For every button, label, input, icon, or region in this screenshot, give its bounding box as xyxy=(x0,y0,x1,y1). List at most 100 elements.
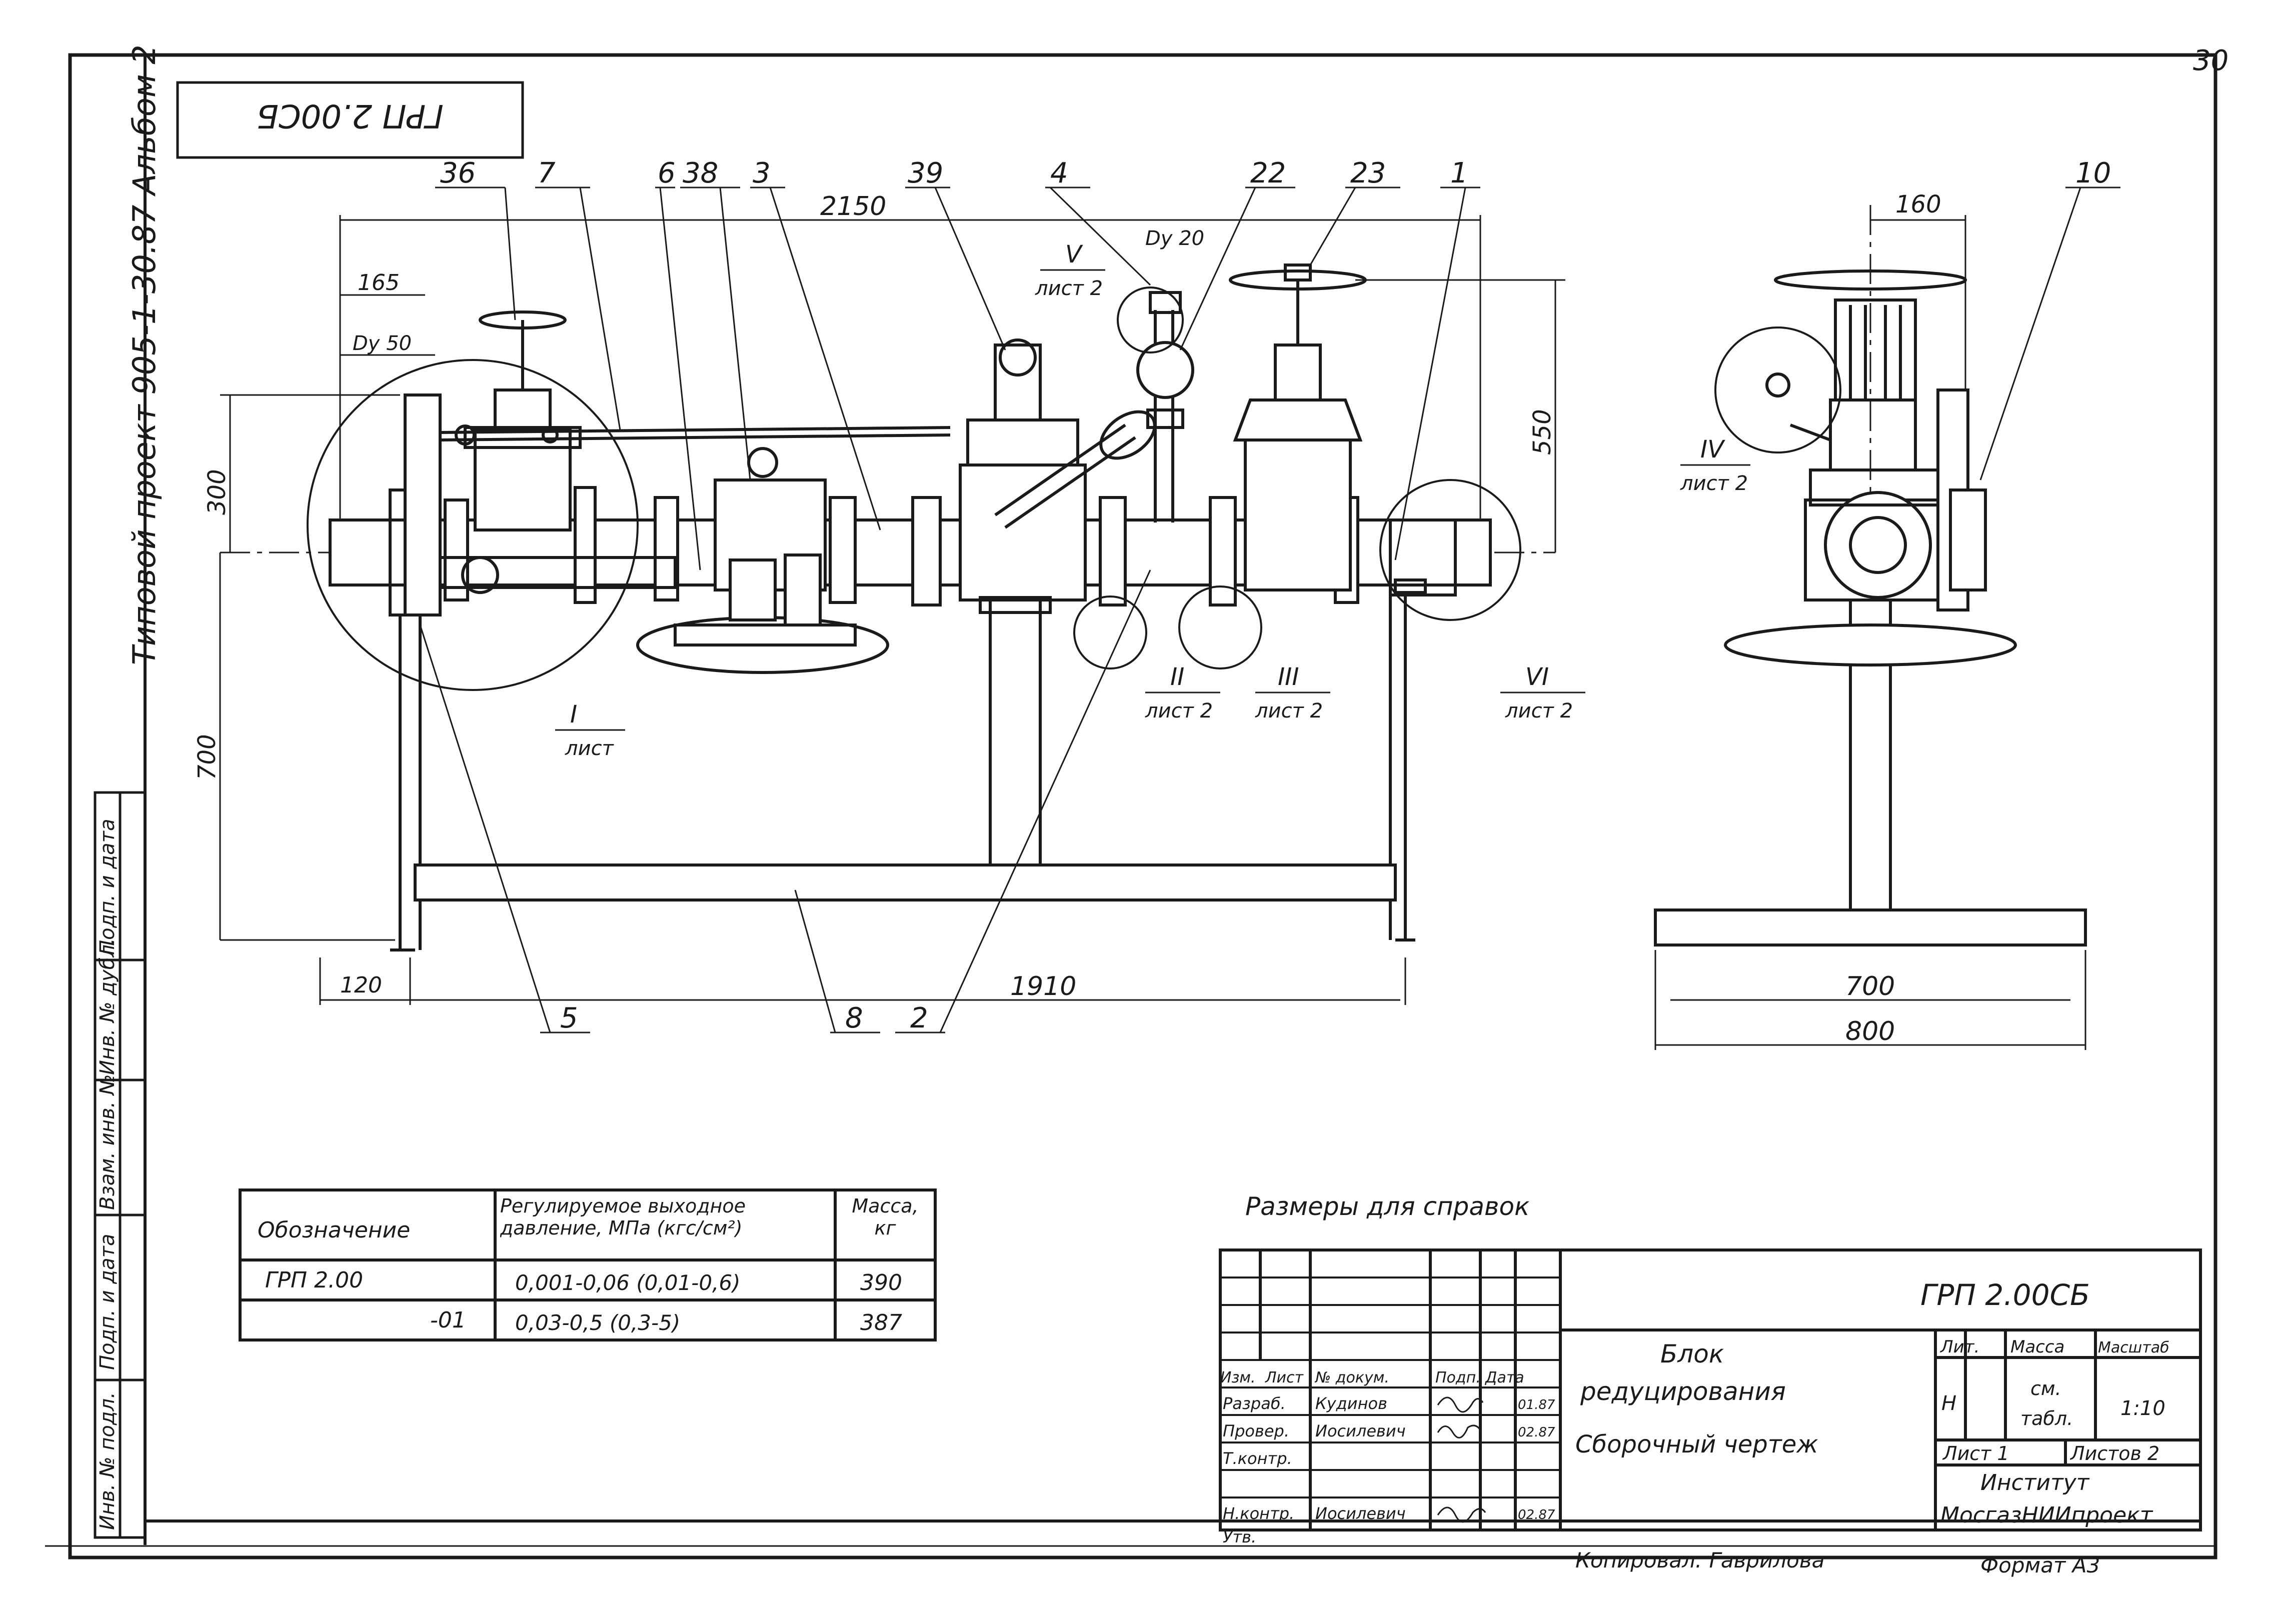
col-header-doc: № докум. xyxy=(1314,1369,1389,1386)
lit-value: Н xyxy=(1941,1392,1956,1415)
org-line-1: Институт xyxy=(1980,1470,2090,1496)
strip-cell-5: Подп. и дата xyxy=(96,819,119,955)
callout-36: 36 xyxy=(440,157,476,190)
svg-text:VI: VI xyxy=(1525,663,1549,691)
spec-row-2-mass: 387 xyxy=(860,1310,902,1336)
spec-row-2-pressure: 0,03-0,5 (0,3-5) xyxy=(515,1310,680,1335)
role-checker: Провер. xyxy=(1223,1422,1289,1440)
role-approved: Утв. xyxy=(1223,1528,1256,1546)
svg-text:лист 2: лист 2 xyxy=(1505,700,1573,722)
callout-3: 3 xyxy=(753,157,771,190)
title-block-rows xyxy=(1220,1276,1560,1498)
sheets-label: Листов 2 xyxy=(2069,1442,2159,1464)
callout-6: 6 xyxy=(658,157,676,190)
dim-550: 550 xyxy=(1528,409,1556,455)
mass-value-1: см. xyxy=(2030,1378,2061,1400)
detail-label-IV: IV лист 2 xyxy=(1680,436,1750,495)
detail-label-V: V лист 2 xyxy=(1035,240,1105,300)
dim-160: 160 xyxy=(1895,190,1941,218)
role-norm-control: Н.контр. xyxy=(1223,1504,1294,1523)
svg-text:лист 2: лист 2 xyxy=(1035,277,1103,300)
svg-text:лист 2: лист 2 xyxy=(1255,700,1323,722)
col-header-sign: Подп. xyxy=(1435,1369,1481,1386)
spec-row-1-designation: ГРП 2.00 xyxy=(265,1268,363,1293)
mass-label: Масса xyxy=(2010,1337,2064,1357)
name-checker: Иосилевич xyxy=(1315,1422,1406,1440)
side-dimensions xyxy=(1654,215,2086,1050)
lit-label: Лит. xyxy=(1939,1337,1979,1357)
strip-cell-1: Инв. № подл. xyxy=(96,1392,119,1530)
title-line-3: Сборочный чертеж xyxy=(1575,1430,1818,1458)
callout-23: 23 xyxy=(1350,157,1386,190)
date-checker: 02.87 xyxy=(1518,1425,1555,1440)
front-dimensions xyxy=(219,215,1565,1005)
detail-label-III: III лист 2 xyxy=(1255,663,1330,722)
callout-8: 8 xyxy=(845,1002,863,1034)
role-developer: Разраб. xyxy=(1223,1394,1286,1413)
date-norm-control: 02.87 xyxy=(1518,1508,1555,1522)
dim-dy20: Dу 20 xyxy=(1145,227,1204,250)
spec-header-designation: Обозначение xyxy=(258,1218,410,1243)
title-block-code: ГРП 2.00СБ xyxy=(1920,1278,2090,1312)
stamp-code-rotated: ГРП 2.00СБ xyxy=(257,97,444,134)
svg-text:II: II xyxy=(1170,663,1184,691)
strip-cell-3: Взам. инв. № xyxy=(96,1074,119,1210)
callout-22: 22 xyxy=(1250,157,1286,190)
dim-1910: 1910 xyxy=(1010,972,1076,1002)
col-header-date: Дата xyxy=(1484,1369,1524,1386)
spec-row-1-mass: 390 xyxy=(860,1270,902,1296)
signature-marks xyxy=(1437,1396,1486,1523)
callout-39: 39 xyxy=(908,157,943,190)
spec-table xyxy=(239,1188,937,1342)
dim-300: 300 xyxy=(203,469,231,515)
spec-header-mass: Масса, кг xyxy=(852,1195,919,1239)
detail-label-I: I лист xyxy=(555,700,625,760)
org-line-2: МосгазНИИпроект xyxy=(1940,1502,2153,1528)
svg-text:лист 2: лист 2 xyxy=(1680,472,1748,495)
detail-label-VI: VI лист 2 xyxy=(1500,663,1585,722)
svg-text:I: I xyxy=(570,700,577,728)
left-strip xyxy=(94,791,147,1539)
callout-1: 1 xyxy=(1450,157,1468,190)
scale-value: 1:10 xyxy=(2120,1397,2165,1420)
note-reference-dimensions: Размеры для справок xyxy=(1245,1192,1529,1221)
strip-cell-4: Инв. № дубл. xyxy=(96,938,119,1075)
front-view xyxy=(220,264,1555,952)
svg-text:лист: лист xyxy=(565,737,615,760)
mass-value-2: табл. xyxy=(2020,1408,2073,1430)
sheet-label: Лист 1 xyxy=(1942,1442,2009,1464)
spec-row-2-designation: -01 xyxy=(430,1308,466,1333)
dim-700-horizontal: 700 xyxy=(1845,972,1895,1002)
date-developer: 01.87 xyxy=(1518,1398,1555,1412)
dim-800: 800 xyxy=(1845,1016,1895,1046)
copied-by: Копировал: Гаврилова xyxy=(1575,1548,1824,1572)
scale-label: Масштаб xyxy=(2098,1339,2169,1356)
name-norm-control: Иосилевич xyxy=(1315,1504,1406,1523)
role-tech-control: Т.контр. xyxy=(1223,1449,1292,1468)
svg-text:V: V xyxy=(1065,240,1083,268)
callout-2: 2 xyxy=(910,1002,928,1034)
dim-165: 165 xyxy=(358,270,400,296)
title-line-1: Блок xyxy=(1660,1340,1724,1368)
sheet-format: Формат А3 xyxy=(1980,1553,2100,1578)
svg-text:IV: IV xyxy=(1700,436,1725,464)
spec-header-pressure: Регулируемое выходное давление, МПа (кгс… xyxy=(500,1195,746,1239)
dim-dy50: Dу 50 xyxy=(353,332,412,355)
callout-5: 5 xyxy=(560,1002,578,1034)
dim-120: 120 xyxy=(340,972,382,998)
col-header-list: Лист xyxy=(1265,1369,1304,1386)
title-line-2: редуцирования xyxy=(1580,1377,1786,1406)
dim-2150: 2150 xyxy=(820,192,886,222)
callout-leaders xyxy=(419,186,2120,1034)
name-developer: Кудинов xyxy=(1315,1394,1387,1413)
strip-cell-2: Подп. и дата xyxy=(96,1234,119,1370)
svg-text:III: III xyxy=(1278,663,1299,691)
col-header-izm: Изм. xyxy=(1220,1369,1256,1386)
callout-7: 7 xyxy=(538,157,556,190)
svg-text:лист 2: лист 2 xyxy=(1145,700,1213,722)
stamp-box xyxy=(176,81,524,159)
callout-38: 38 xyxy=(683,157,718,190)
detail-label-II: II лист 2 xyxy=(1145,663,1220,722)
side-view xyxy=(1654,205,2087,946)
